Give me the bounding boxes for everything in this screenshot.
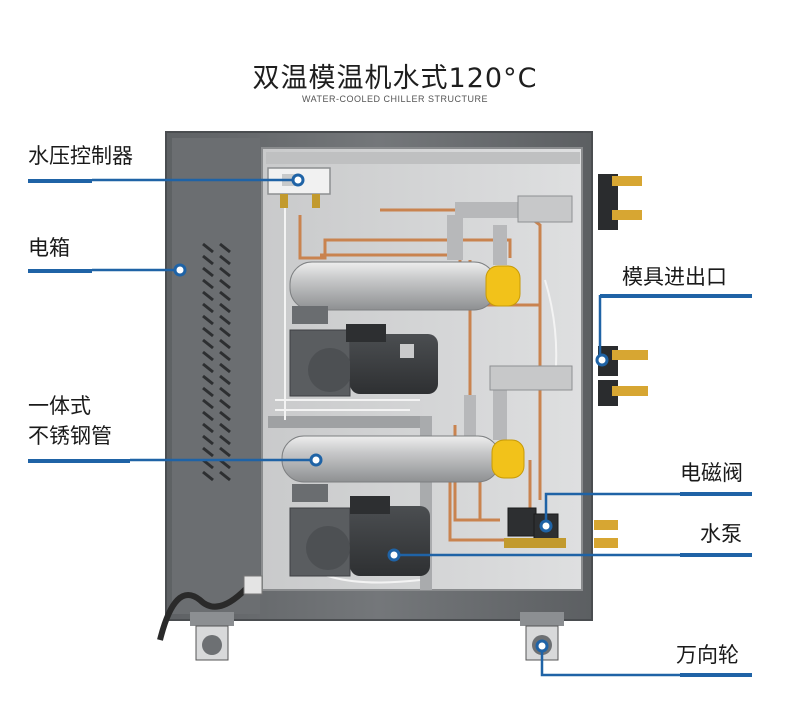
label-solenoid-valve: 电磁阀 xyxy=(680,461,743,485)
underline-solenoid-valve xyxy=(680,492,752,496)
label-electric-box: 电箱 xyxy=(28,236,70,260)
upper-pump xyxy=(289,306,438,397)
label-caster: 万向轮 xyxy=(676,643,739,667)
lower-outlet-pipe xyxy=(464,365,573,440)
upper-heater-tube xyxy=(289,261,521,311)
underline-caster xyxy=(680,673,752,677)
power-cable xyxy=(157,578,257,641)
electric-box-panel xyxy=(172,138,260,614)
caster-left xyxy=(190,612,234,661)
label-pressure-controller: 水压控制器 xyxy=(28,144,133,168)
underline-pressure-controller xyxy=(28,179,92,183)
callout-markers xyxy=(173,173,609,653)
underline-water-pump xyxy=(680,553,752,557)
page-title: 双温模温机水式120°C xyxy=(252,63,538,94)
label-integrated-tube-line2: 不锈钢管 xyxy=(28,424,112,448)
label-integrated-tube-line1: 一体式 xyxy=(28,394,91,418)
leader-lines xyxy=(92,178,680,677)
label-water-pump: 水泵 xyxy=(700,522,742,546)
lower-heater-tube xyxy=(281,435,525,483)
page-subtitle: WATER-COOLED CHILLER STRUCTURE xyxy=(301,94,488,104)
shelf-divider xyxy=(268,416,432,428)
mold-ports xyxy=(594,174,648,548)
underline-integrated-tube xyxy=(28,459,130,463)
solenoid-valve xyxy=(504,507,566,548)
lower-pump xyxy=(289,484,430,577)
underline-mold-ports xyxy=(600,294,752,298)
upper-outlet-pipe xyxy=(447,195,573,265)
label-mold-ports: 模具进出口 xyxy=(622,265,727,289)
underline-electric-box xyxy=(28,269,92,273)
vent-slots xyxy=(202,242,231,482)
